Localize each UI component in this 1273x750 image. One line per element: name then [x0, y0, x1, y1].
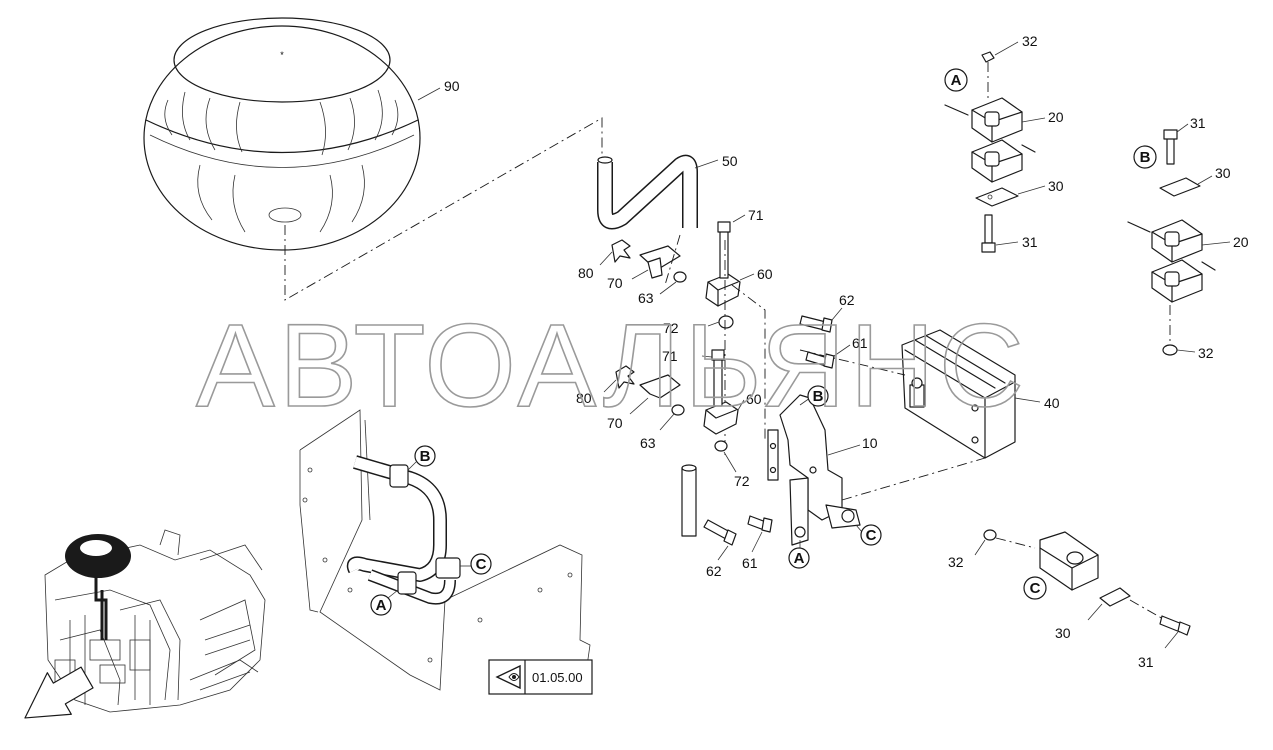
part-label-50: 50: [722, 153, 738, 169]
bolt-62-upper: [799, 315, 833, 333]
callout-c-frame: C: [460, 553, 492, 575]
part-label-80-upper: 80: [578, 265, 594, 281]
detail-a-clamp: A: [944, 51, 1036, 253]
bolt-62-lower: [703, 519, 737, 546]
svg-text:C: C: [866, 527, 877, 544]
accumulator-sphere: *: [143, 17, 421, 251]
part-label-63-lower: 63: [640, 435, 656, 451]
svg-text:C: C: [476, 556, 487, 573]
part-label-71-lower: 71: [662, 348, 678, 364]
lower-clamp-group: [615, 349, 739, 452]
svg-text:*: *: [280, 50, 284, 60]
part-label-63-upper: 63: [638, 290, 654, 306]
part-label-61-upper: 61: [852, 335, 868, 351]
part-label-31-detail-c: 31: [1138, 654, 1154, 670]
part-label-31-detail-b: 31: [1190, 115, 1206, 131]
part-label-61-lower: 61: [742, 555, 758, 571]
part-label-31-detail-a: 31: [1022, 234, 1038, 250]
callout-c-bracket: C: [855, 524, 882, 546]
hose-lower-segment: [681, 464, 697, 537]
part-label-62-lower: 62: [706, 563, 722, 579]
bolt-61-lower: [747, 515, 773, 533]
part-label-32-detail-b: 32: [1198, 345, 1214, 361]
part-label-32-detail-a: 32: [1022, 33, 1038, 49]
part-label-70-lower: 70: [607, 415, 623, 431]
part-label-20-detail-a: 20: [1048, 109, 1064, 125]
detail-b-clamp: B: [1127, 129, 1216, 356]
eye-view-icon: [495, 664, 521, 690]
part-label-32-detail-c: 32: [948, 554, 964, 570]
valve-block-40: [901, 329, 1016, 459]
mounting-bracket-10: [767, 394, 861, 546]
part-label-62-upper: 62: [839, 292, 855, 308]
svg-text:A: A: [794, 550, 805, 567]
svg-text:C: C: [1030, 580, 1041, 597]
svg-text:A: A: [951, 72, 962, 89]
part-label-72-upper: 72: [663, 320, 679, 336]
watermark-text: АВТОАЛЬЯНС: [196, 300, 1028, 432]
hose-part-50: [597, 154, 698, 230]
reference-page-number: 01.05.00: [532, 670, 583, 685]
detail-c-block: C: [983, 529, 1191, 636]
part-label-40: 40: [1044, 395, 1060, 411]
upper-clamp-group: [611, 221, 741, 329]
machine-frame-outline: [299, 409, 591, 691]
part-label-90: 90: [444, 78, 460, 94]
part-label-60-upper: 60: [757, 266, 773, 282]
svg-text:B: B: [813, 388, 824, 405]
part-label-10: 10: [862, 435, 878, 451]
part-label-30-detail-a: 30: [1048, 178, 1064, 194]
svg-text:B: B: [420, 448, 431, 465]
part-label-72-lower: 72: [734, 473, 750, 489]
callout-a-bracket: A: [788, 540, 810, 569]
part-label-71-upper: 71: [748, 207, 764, 223]
callout-a-frame: A: [370, 589, 399, 616]
part-label-30-detail-c: 30: [1055, 625, 1071, 641]
callout-b-bracket: B: [799, 385, 829, 407]
part-label-60-lower: 60: [746, 391, 762, 407]
part-label-20-detail-b: 20: [1233, 234, 1249, 250]
page-reference-box[interactable]: 01.05.00: [488, 659, 593, 695]
svg-text:B: B: [1140, 149, 1151, 166]
bolt-61-upper: [805, 351, 835, 369]
svg-text:A: A: [376, 597, 387, 614]
part-label-70-upper: 70: [607, 275, 623, 291]
part-label-30-detail-b: 30: [1215, 165, 1231, 181]
callout-b-frame: B: [407, 445, 436, 471]
part-label-80-lower: 80: [576, 390, 592, 406]
view-direction-arrow-icon: [24, 666, 94, 719]
